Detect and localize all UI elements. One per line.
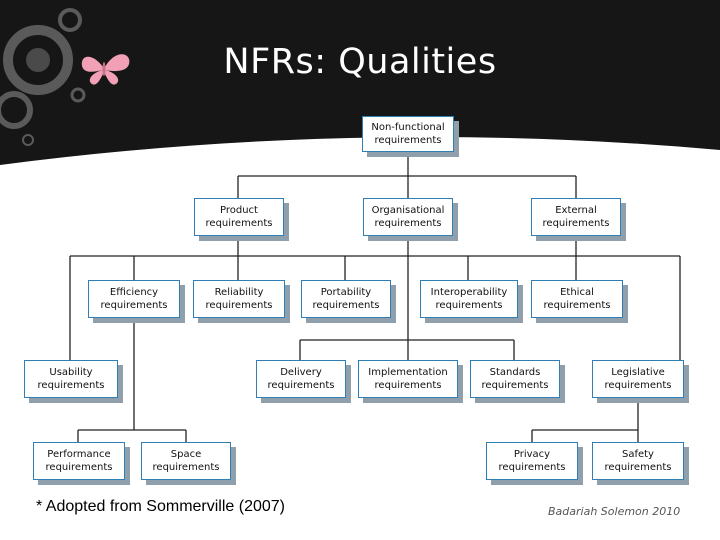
safety-requirements-box: Safety requirements xyxy=(592,442,684,480)
ethical-requirements-box: Ethical requirements xyxy=(531,280,623,318)
standards-requirements-box: Standards requirements xyxy=(470,360,560,398)
slide-title: NFRs: Qualities xyxy=(223,42,497,82)
delivery-requirements-box: Delivery requirements xyxy=(256,360,346,398)
butterfly-icon xyxy=(81,54,130,85)
source-footnote: * Adopted from Sommerville (2007) xyxy=(36,498,285,515)
decorative-circles-icon xyxy=(0,8,86,146)
reliability-requirements-box: Reliability requirements xyxy=(193,280,285,318)
privacy-requirements-box: Privacy requirements xyxy=(486,442,578,480)
product-requirements-box: Product requirements xyxy=(194,198,284,236)
external-requirements-box: External requirements xyxy=(531,198,621,236)
header-band xyxy=(0,0,720,165)
usability-requirements-box: Usability requirements xyxy=(24,360,118,398)
portability-requirements-box: Portability requirements xyxy=(301,280,391,318)
interoperability-requirements-box: Interoperability requirements xyxy=(420,280,518,318)
organisational-requirements-box: Organisational requirements xyxy=(363,198,453,236)
root-box: Non-functional requirements xyxy=(362,116,454,152)
implementation-requirements-box: Implementation requirements xyxy=(358,360,458,398)
legislative-requirements-box: Legislative requirements xyxy=(592,360,684,398)
author-credit: Badariah Solemon 2010 xyxy=(548,505,681,518)
performance-requirements-box: Performance requirements xyxy=(33,442,125,480)
space-requirements-box: Space requirements xyxy=(141,442,231,480)
efficiency-requirements-box: Efficiency requirements xyxy=(88,280,180,318)
